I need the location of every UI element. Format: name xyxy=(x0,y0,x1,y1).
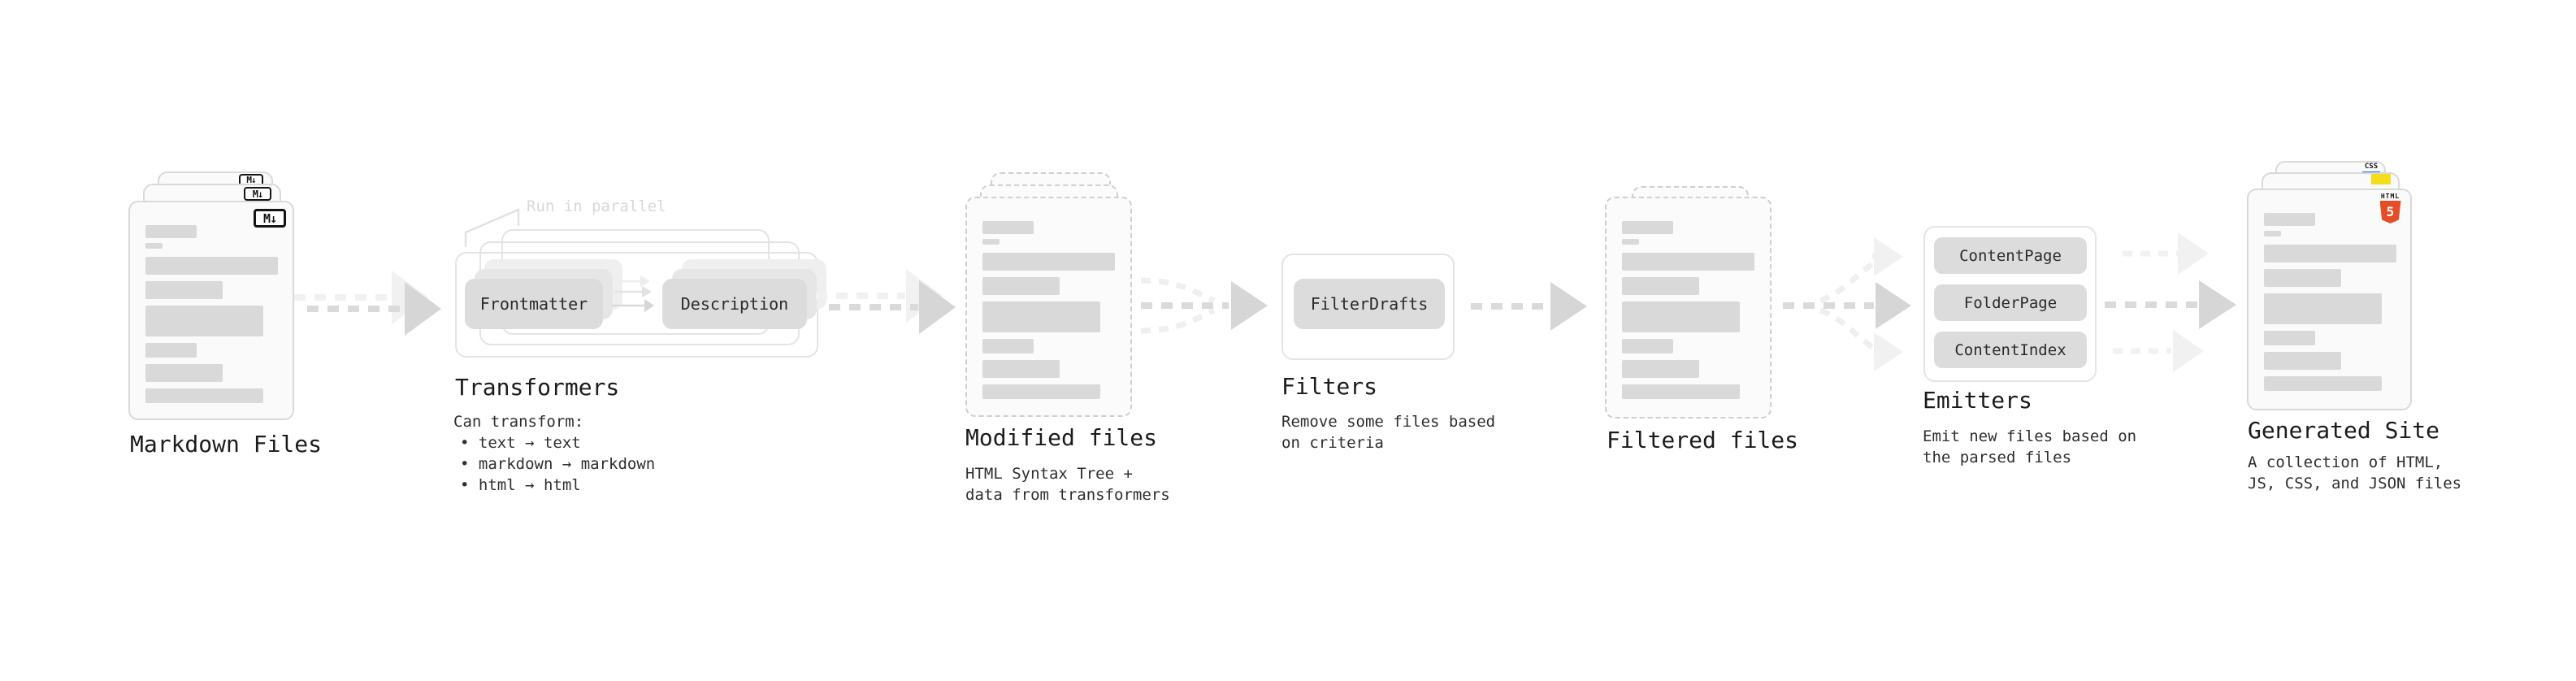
stage-title-filters: Filters xyxy=(1281,373,1378,400)
content-bar xyxy=(145,257,278,275)
markdown-icon: M↓ xyxy=(254,209,286,228)
stage-title-generated-site: Generated Site xyxy=(2248,417,2440,444)
js-icon xyxy=(2371,174,2391,184)
generated-site-caption: A collection of HTML, JS, CSS, and JSON … xyxy=(2248,452,2461,494)
folderpage-pill: FolderPage xyxy=(1934,284,2087,321)
frontmatter-pill: Frontmatter xyxy=(465,279,603,329)
caption-line: data from transformers xyxy=(965,486,1170,504)
contentindex-pill: ContentIndex xyxy=(1934,332,2087,368)
content-bar xyxy=(145,243,163,249)
description-pill: Description xyxy=(662,279,807,329)
content-bar xyxy=(982,301,1100,332)
content-bar xyxy=(982,384,1100,399)
content-bar xyxy=(1622,301,1740,332)
content-bar xyxy=(2264,245,2396,262)
arrow-markdown-to-transformers xyxy=(294,271,441,336)
content-bar xyxy=(1622,221,1673,234)
transformers-caption: Can transform: • text → text • markdown … xyxy=(453,411,655,496)
content-bar xyxy=(145,388,263,403)
markdown-icon: M↓ xyxy=(244,187,271,201)
content-bar xyxy=(145,306,263,336)
html5-icon-label: HTML xyxy=(2380,193,2400,200)
content-bar xyxy=(2264,331,2315,345)
content-bar xyxy=(982,253,1115,271)
content-bar xyxy=(145,225,197,238)
caption-line: Remove some files based xyxy=(1281,413,1496,431)
content-bar xyxy=(2264,352,2341,370)
content-bar xyxy=(1622,384,1740,399)
caption-line: Emit new files based on xyxy=(1923,427,2137,445)
css-icon-label: CSS xyxy=(2364,163,2379,171)
html5-icon: HTML 5 xyxy=(2379,193,2401,223)
content-bar xyxy=(982,221,1034,234)
arrow-filtered-to-emitters xyxy=(1783,237,1911,371)
arrow-filters-to-filtered xyxy=(1471,282,1587,331)
stage-title-emitters: Emitters xyxy=(1923,387,2032,414)
contentpage-pill: ContentPage xyxy=(1934,237,2087,274)
caption-heading: Can transform: xyxy=(453,413,584,431)
content-bar xyxy=(982,339,1034,354)
caption-line: JS, CSS, and JSON files xyxy=(2248,475,2462,492)
content-bar xyxy=(1622,239,1639,245)
content-bar xyxy=(1622,253,1754,271)
filterdrafts-pill: FilterDrafts xyxy=(1294,279,1445,329)
caption-bullet: • text → text xyxy=(460,434,581,452)
filters-frame xyxy=(1281,254,1455,360)
markdown-icon: M↓ xyxy=(239,174,263,186)
content-bar xyxy=(145,343,197,358)
caption-line: HTML Syntax Tree + xyxy=(965,465,1133,483)
stage-title-modified-files: Modified files xyxy=(965,424,1158,451)
file-card-front xyxy=(128,201,294,420)
content-bar xyxy=(1622,360,1699,378)
content-bar xyxy=(145,364,223,382)
caption-line: on criteria xyxy=(1281,434,1384,452)
content-bar xyxy=(2264,376,2382,391)
content-bar xyxy=(1622,339,1673,354)
content-bar xyxy=(145,281,223,299)
content-bar xyxy=(2264,213,2315,226)
caption-line: the parsed files xyxy=(1923,449,2072,466)
file-card-front xyxy=(2247,189,2412,410)
content-bar xyxy=(2264,231,2281,236)
caption-line: A collection of HTML, xyxy=(2248,453,2444,471)
caption-bullet: • markdown → markdown xyxy=(460,455,656,473)
arrow-emitters-to-generated xyxy=(2105,232,2236,372)
file-card-front xyxy=(965,197,1132,417)
run-in-parallel-label: Run in parallel xyxy=(527,197,666,215)
caption-bullet: • html → html xyxy=(460,476,581,494)
content-bar xyxy=(2264,269,2341,287)
html5-icon-shield: 5 xyxy=(2379,201,2401,223)
filters-caption: Remove some files based on criteria xyxy=(1281,411,1495,453)
emitters-caption: Emit new files based on the parsed files xyxy=(1923,426,2136,468)
modified-files-caption: HTML Syntax Tree + data from transformer… xyxy=(965,463,1170,505)
content-bar xyxy=(982,277,1060,295)
arrow-transformers-to-modified xyxy=(816,269,956,334)
arrow-modified-to-filters xyxy=(1140,277,1268,334)
content-bar xyxy=(982,360,1060,378)
content-bar xyxy=(2264,293,2382,324)
stage-title-markdown-files: Markdown Files xyxy=(130,431,323,458)
stage-title-transformers: Transformers xyxy=(455,374,620,401)
content-bar xyxy=(982,239,1000,245)
emitters-frame xyxy=(1923,226,2097,382)
stage-title-filtered-files: Filtered files xyxy=(1607,427,1799,453)
html5-icon-number: 5 xyxy=(2386,204,2395,219)
file-card-front xyxy=(1605,197,1772,419)
content-bar xyxy=(1622,277,1699,295)
